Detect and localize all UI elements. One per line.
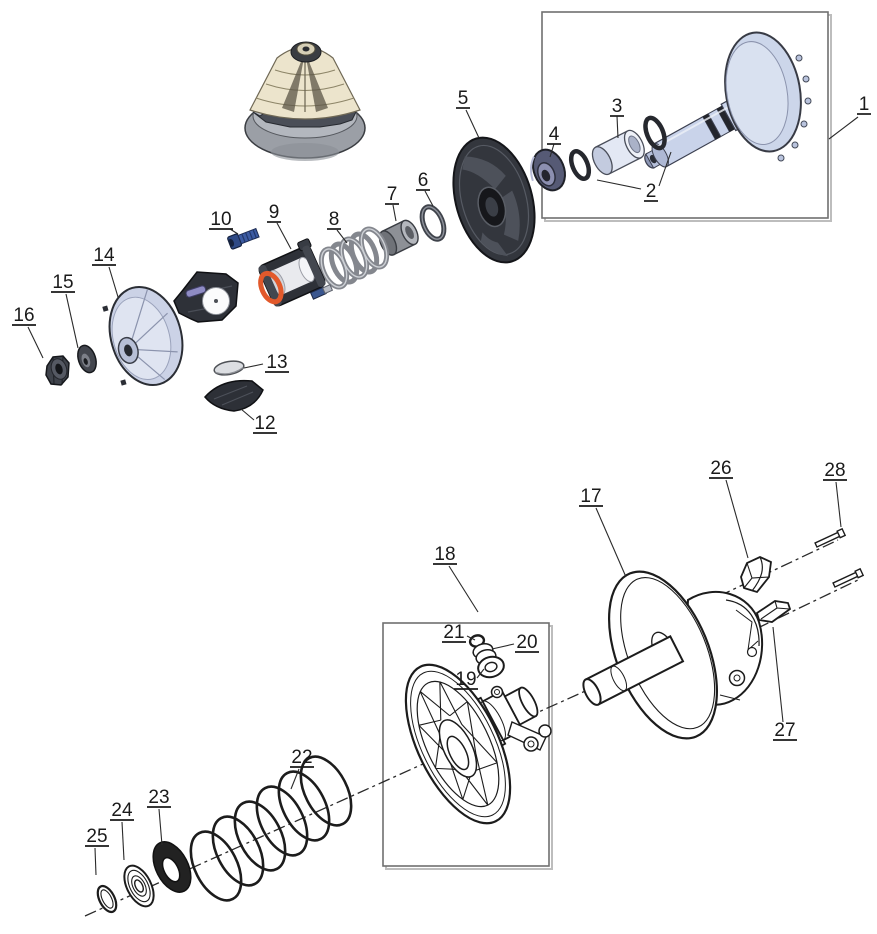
part-label-25: 25 [86, 826, 107, 847]
part-label-3: 3 [612, 96, 623, 117]
leader-lines [27, 109, 859, 876]
part-13-pad-disc [213, 360, 245, 376]
part-label-27: 27 [774, 720, 795, 741]
part-5-movable-drive-face [452, 136, 536, 264]
part-label-9: 9 [269, 202, 280, 223]
part-label-21: 21 [443, 622, 464, 643]
part-label-22: 22 [291, 747, 312, 768]
part-1-fixed-drive-face [644, 31, 812, 169]
part-labels: 1 2 3 4 5 6 7 8 9 10 12 13 14 15 16 17 1… [13, 88, 869, 847]
part-6-shim-ring [419, 204, 447, 242]
cam-cover-plate [173, 271, 239, 323]
part-15-washer [77, 344, 97, 374]
part-label-16: 16 [13, 305, 34, 326]
part-label-24: 24 [111, 800, 133, 821]
part-24-ribbed-washer [123, 864, 155, 908]
part-label-7: 7 [387, 184, 398, 205]
part-18-movable-driven-face [404, 663, 552, 825]
part-25-thin-ring [96, 884, 118, 914]
part-label-19: 19 [455, 669, 476, 690]
part-label-28: 28 [824, 460, 845, 481]
part-label-15: 15 [52, 272, 73, 293]
part-23-seal-ring [152, 841, 192, 893]
part-2-o-rings [568, 115, 667, 181]
part-label-10: 10 [210, 209, 231, 230]
part-28-screws [814, 527, 865, 588]
part-26-cam-wedge [740, 556, 772, 594]
part-8-spring [318, 226, 390, 290]
part-label-20: 20 [516, 632, 537, 653]
part-label-4: 4 [549, 124, 560, 145]
part-14-drive-face [102, 285, 184, 387]
part-label-5: 5 [458, 88, 469, 109]
label-underlines [12, 107, 871, 847]
part-10-bolt [227, 227, 260, 250]
part-9-guide-bolt [309, 284, 334, 300]
part-label-12: 12 [254, 413, 275, 434]
part-3-spacer-bushing [591, 129, 645, 176]
assembled-primary-clutch [244, 41, 366, 161]
part-label-6: 6 [418, 170, 429, 191]
part-16-hex-nut [45, 355, 70, 386]
part-19-bearing [477, 655, 505, 679]
part-label-13: 13 [266, 352, 287, 373]
part-12-cover-shell [204, 379, 264, 412]
part-label-1: 1 [859, 94, 870, 115]
part-27-slider-shoe [755, 600, 792, 623]
part-label-2: 2 [646, 181, 657, 202]
part-9-cam-cage [258, 238, 334, 307]
part-label-26: 26 [710, 458, 731, 479]
part-label-14: 14 [93, 245, 115, 266]
part-label-8: 8 [329, 209, 340, 230]
part-label-23: 23 [148, 787, 169, 808]
part-label-18: 18 [434, 544, 455, 565]
part-17-driven-face [582, 570, 764, 740]
part-label-17: 17 [580, 486, 601, 507]
part-22-torsion-spring [189, 755, 353, 902]
part-4-bearing [529, 148, 566, 192]
